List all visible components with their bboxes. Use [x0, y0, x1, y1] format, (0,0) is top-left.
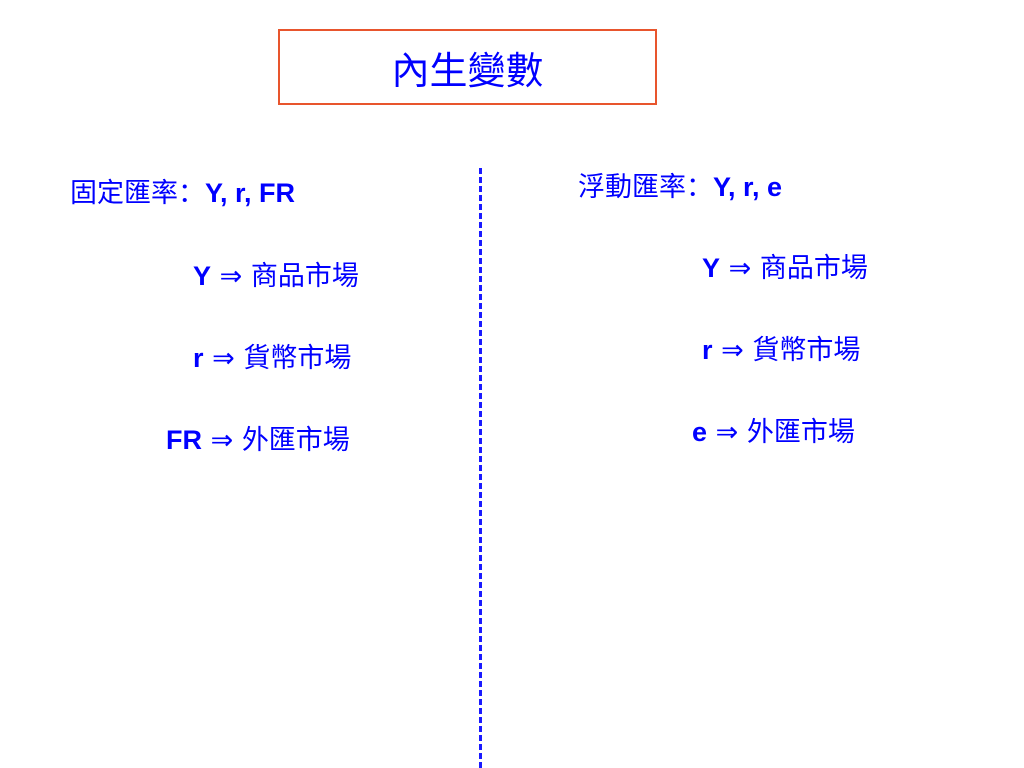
right-row-var: r — [702, 335, 713, 365]
implies-arrow: ⇒ — [715, 417, 739, 448]
implies-arrow: ⇒ — [212, 343, 235, 374]
implies-arrow: ⇒ — [721, 335, 744, 366]
right-row-var: e — [692, 417, 708, 447]
right-row-goods: Y ⇒ 商品市場 — [702, 251, 868, 286]
left-heading-vars: Y, r, FR — [205, 178, 296, 208]
right-row-market: 貨幣市場 — [752, 335, 861, 366]
right-heading-vars: Y, r, e — [713, 172, 783, 202]
left-row-market: 外匯市場 — [241, 425, 350, 456]
left-heading-label: 固定匯率： — [70, 178, 205, 209]
slide-title: 內生變數 — [391, 48, 544, 93]
left-row-var: FR — [166, 425, 202, 455]
implies-arrow: ⇒ — [219, 261, 243, 292]
implies-arrow: ⇒ — [728, 253, 752, 284]
left-row-forex: FR ⇒ 外匯市場 — [166, 423, 350, 458]
left-heading: 固定匯率：Y, r, FR — [70, 176, 295, 211]
implies-arrow: ⇒ — [210, 425, 234, 456]
right-row-var: Y — [702, 253, 721, 283]
right-row-money: r ⇒ 貨幣市場 — [702, 333, 860, 368]
left-row-market: 商品市場 — [250, 261, 359, 292]
left-row-goods: Y ⇒ 商品市場 — [193, 259, 359, 294]
left-row-market: 貨幣市場 — [243, 343, 352, 374]
right-heading: 浮動匯率：Y, r, e — [578, 170, 782, 205]
left-row-money: r ⇒ 貨幣市場 — [193, 341, 351, 376]
left-row-var: r — [193, 343, 204, 373]
left-row-var: Y — [193, 261, 212, 291]
dashed-divider — [479, 168, 482, 768]
right-row-forex: e ⇒ 外匯市場 — [692, 415, 855, 450]
right-row-market: 外匯市場 — [746, 417, 855, 448]
title-box: 內生變數 — [278, 29, 657, 105]
right-heading-label: 浮動匯率： — [578, 172, 713, 203]
right-row-market: 商品市場 — [759, 253, 868, 284]
